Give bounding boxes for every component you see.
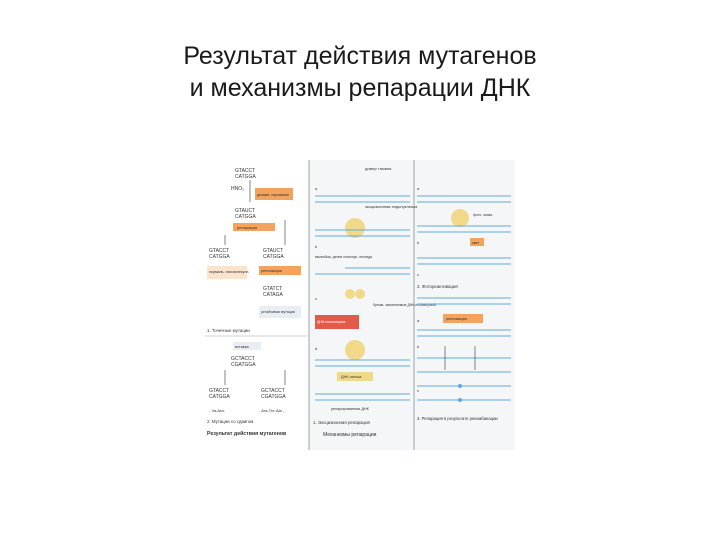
enzyme-shape [345,289,355,299]
mutagen-agent-label: HNO₂ [231,186,244,192]
dna-polymerase-label: ДНК-полимераза [317,320,345,324]
oligonucleotide-release-label: высвобож- дение олигонук- леотида [315,255,372,259]
dna-sequence-top: GTACCT [209,388,229,394]
photolyase-label: фото- лиаза [473,213,492,217]
step-a-label: а [417,186,420,191]
reading-frame-b: - Ara-Tre-Ala - [259,408,285,413]
enzyme-shape [355,289,365,299]
step-a2-label: а [417,318,420,323]
right-panel: а фото- лиаза b свет c 2. Фотореактиваци… [417,186,511,421]
dna-sequence-bottom: CGATGGA [231,362,256,368]
dna-marker [458,384,462,388]
normal-molecule-box [207,266,247,279]
thymine-dimer-label: димер тимина [365,166,392,171]
dna-polymerase-box [315,315,359,329]
insertion-box [233,342,261,350]
step-b2-label: b [417,344,420,349]
light-label: свет [472,241,480,245]
middle-panel: димер тимина а эксцизионная эндонуклеаза… [313,166,436,438]
deamination-label: дезами- нирование [257,193,289,197]
normal-molecule-label: нормаль- ная молекула [209,270,248,274]
repair-label: репарация [237,225,257,230]
enzyme-shape [345,340,365,360]
insertion-label: вставка [235,345,249,349]
step-d-label: d [315,346,317,351]
dna-ligase-box [337,372,373,381]
section-recombination-repair: 3. Репарация в результате рекомбинации [417,416,498,421]
section-photoreactivation: 2. Фотореактивация [417,284,458,289]
replication-label: репликация [261,269,282,273]
dna-sequence-bottom: CATGGA [235,174,256,180]
excision-endonuclease-label: эксцизионная эндонуклеаза [365,204,418,209]
stable-mutation-box [259,306,301,318]
dna-sequence-top: GCTACCT [231,356,255,362]
dna-marker [458,398,462,402]
dna-sequence-top: GTAUCT [263,248,283,254]
left-caption: Результат действия мутагенов [207,430,286,437]
repair-panel-background [309,160,515,450]
dna-ligase-label: ДНК-лигаза [341,375,362,379]
dna-sequence-top: GTACCT [209,248,229,254]
replication-box [259,266,301,275]
dna-sequence-bottom: CATGGA [209,254,230,260]
dna-sequence-bottom: CATGGA [235,214,256,220]
enzyme-shape [451,209,469,227]
slide-title-line-1: Результат действия мутагенов [183,42,537,70]
step-c-label: c [315,296,317,301]
replication-box [443,314,483,323]
step-c-label: c [417,272,419,277]
light-box [470,238,484,246]
enzyme-shape [345,218,365,238]
dna-sequence-top: GTATCT [263,286,282,292]
gap-filling-label: бреши, заполняемые ДНК-полимеразой [373,303,436,307]
step-b-label: b [417,240,420,245]
replication-label: репликация [446,317,467,321]
middle-caption: Механизмы репарации [323,432,377,438]
dna-repair-figure: GTACCT CATGGA HNO₂ дезами- нирование GTA… [205,160,515,460]
step-c2-label: c [417,388,419,393]
section-excision-repair: 1. Эксцизионная репарация [313,420,371,425]
slide-title: Результат действия мутагенов и механизмы… [0,40,720,104]
dna-sequence-top: GCTACCT [261,388,285,394]
dna-sequence-top: GTAUCT [235,208,255,214]
dna-sequence-bottom: CATAGA [263,292,283,298]
left-panel: GTACCT CATGGA HNO₂ дезами- нирование GTA… [205,168,307,437]
dna-sequence-bottom: CATGGA [209,394,230,400]
section-point-mutations: 1. Точечные мутации [207,328,250,333]
stable-mutation-label: устойчивая мутация [261,310,295,314]
slide-title-line-2: и механизмы репарации ДНК [189,74,531,102]
step-a-label: а [315,186,318,191]
deamination-box [255,188,293,200]
step-b-label: b [315,244,318,249]
dna-sequence-bottom: CGATGGA [261,394,286,400]
section-frameshift: 2. Мутации со сдвигом [207,419,253,424]
reading-frame-a: - Va-Ara- [209,408,226,413]
repaired-dna-label: репарированная ДНК [331,407,370,411]
repair-box [233,223,275,231]
dna-sequence-top: GTACCT [235,168,255,174]
dna-sequence-bottom: CATGGA [263,254,284,260]
